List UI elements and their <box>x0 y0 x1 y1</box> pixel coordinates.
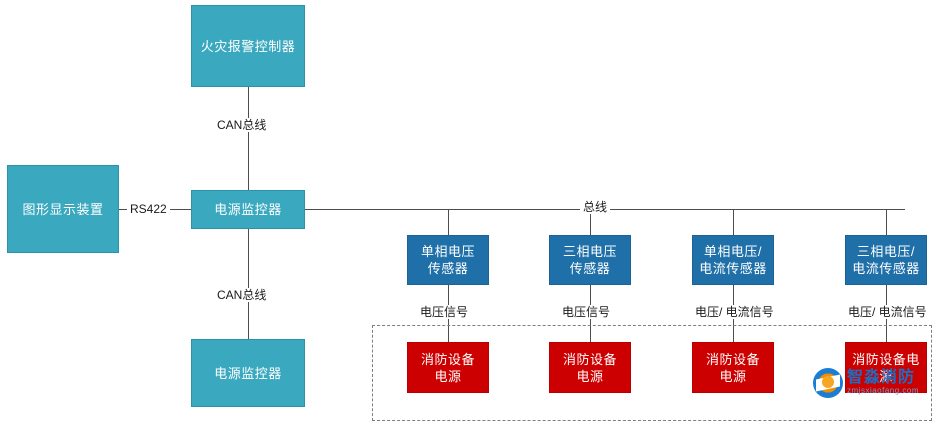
connector-alarm-to-monitor <box>248 87 249 190</box>
edge-label-bus: 总线 <box>580 200 611 214</box>
watermark-title: 智淼消防 <box>847 369 916 387</box>
fire-equipment-power-group <box>372 325 932 421</box>
node-fire-equipment-power-1[interactable]: 消防设备 电源 <box>407 342 489 393</box>
edge-label-voltage-signal-2: 电压信号 <box>559 305 614 319</box>
node-sensor-single-phase-voltage-current[interactable]: 单相电压/ 电流传感器 <box>692 235 774 285</box>
watermark-subtitle: zmjsxiaofang.com <box>847 386 920 396</box>
node-fire-equipment-power-3[interactable]: 消防设备 电源 <box>692 342 774 393</box>
node-sensor-single-phase-voltage[interactable]: 单相电压 传感器 <box>407 235 489 285</box>
node-power-monitor-secondary[interactable]: 电源监控器 <box>191 339 305 407</box>
node-graphic-display-device[interactable]: 图形显示装置 <box>7 165 119 253</box>
edge-label-can-bus-top: CAN总线 <box>214 118 270 132</box>
connector-bus-to-sensor-1 <box>448 209 449 235</box>
node-power-monitor-main[interactable]: 电源监控器 <box>191 190 305 229</box>
edge-label-voltage-signal-1: 电压信号 <box>417 305 472 319</box>
connector-bus-to-sensor-3 <box>733 209 734 235</box>
node-sensor-three-phase-voltage-current[interactable]: 三相电压/ 电流传感器 <box>845 235 927 285</box>
watermark: 智淼消防 zmjsxiaofang.com <box>813 368 919 398</box>
connector-bus-to-sensor-4 <box>886 209 887 235</box>
edge-label-voltage-current-signal-1: 电压/ 电流信号 <box>692 305 777 319</box>
node-fire-alarm-controller[interactable]: 火灾报警控制器 <box>191 5 305 87</box>
edge-label-voltage-current-signal-2: 电压/ 电流信号 <box>845 305 930 319</box>
connector-bus-to-sensor-2 <box>590 209 591 235</box>
connector-monitor-to-monitor2 <box>248 229 249 339</box>
watermark-text: 智淼消防 zmjsxiaofang.com <box>847 369 920 396</box>
node-fire-equipment-power-2[interactable]: 消防设备 电源 <box>549 342 631 393</box>
node-sensor-three-phase-voltage[interactable]: 三相电压 传感器 <box>549 235 631 285</box>
edge-label-can-bus-bottom: CAN总线 <box>214 288 270 302</box>
brand-logo-icon <box>813 368 843 398</box>
edge-label-rs422: RS422 <box>127 202 170 216</box>
node-fire-equipment-power-4[interactable]: 消防设备电源 <box>845 342 927 393</box>
